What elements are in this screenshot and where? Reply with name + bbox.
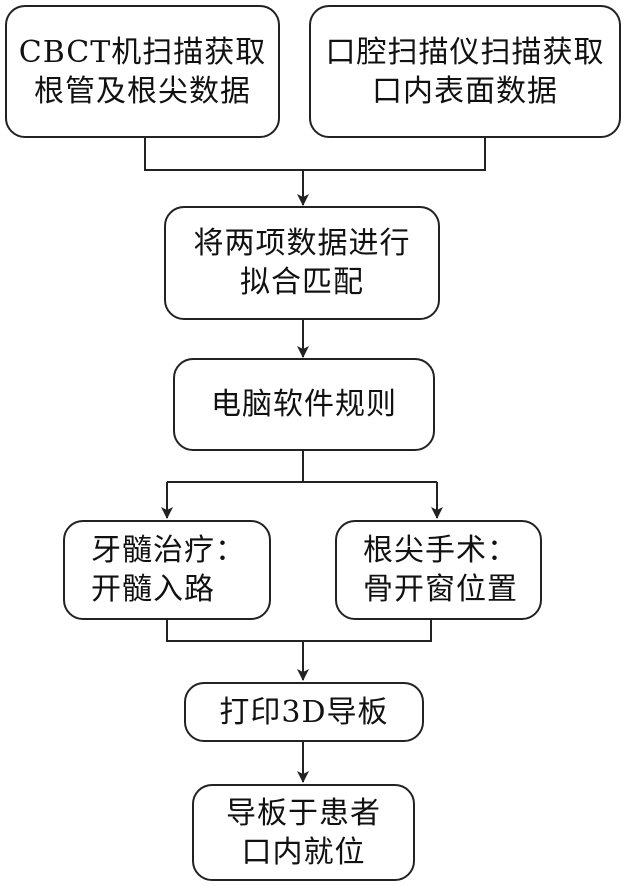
node-apical-surgery-label: 根尖手术： 骨开窗位置 xyxy=(363,533,518,607)
node-apical-surgery: 根尖手术： 骨开窗位置 xyxy=(335,520,542,620)
node-guide-seated: 导板于患者 口内就位 xyxy=(192,784,415,881)
node-guide-seated-label: 导板于患者 口内就位 xyxy=(226,795,381,870)
node-software-plan: 电脑软件规则 xyxy=(173,358,435,451)
node-endo: 牙髓治疗： 开髓入路 xyxy=(63,520,271,620)
node-intraoral-scan: 口腔扫描仪扫描获取 口内表面数据 xyxy=(309,5,621,138)
node-print-guide-label: 打印3D导板 xyxy=(219,694,389,730)
node-intraoral-scan-label: 口腔扫描仪扫描获取 口内表面数据 xyxy=(325,34,605,109)
connector-cbct-merge xyxy=(144,137,486,171)
node-endo-label: 牙髓治疗： 开髓入路 xyxy=(91,533,246,607)
node-software-plan-label: 电脑软件规则 xyxy=(211,387,397,422)
node-cbct: CBCT机扫描获取 根管及根尖数据 xyxy=(5,5,280,138)
node-fit-match-label: 将两项数据进行 拟合匹配 xyxy=(193,226,411,300)
connector-treatment-merge xyxy=(166,620,432,642)
node-print-guide: 打印3D导板 xyxy=(184,682,424,742)
node-cbct-label: CBCT机扫描获取 根管及根尖数据 xyxy=(18,34,267,109)
node-fit-match: 将两项数据进行 拟合匹配 xyxy=(164,206,440,320)
